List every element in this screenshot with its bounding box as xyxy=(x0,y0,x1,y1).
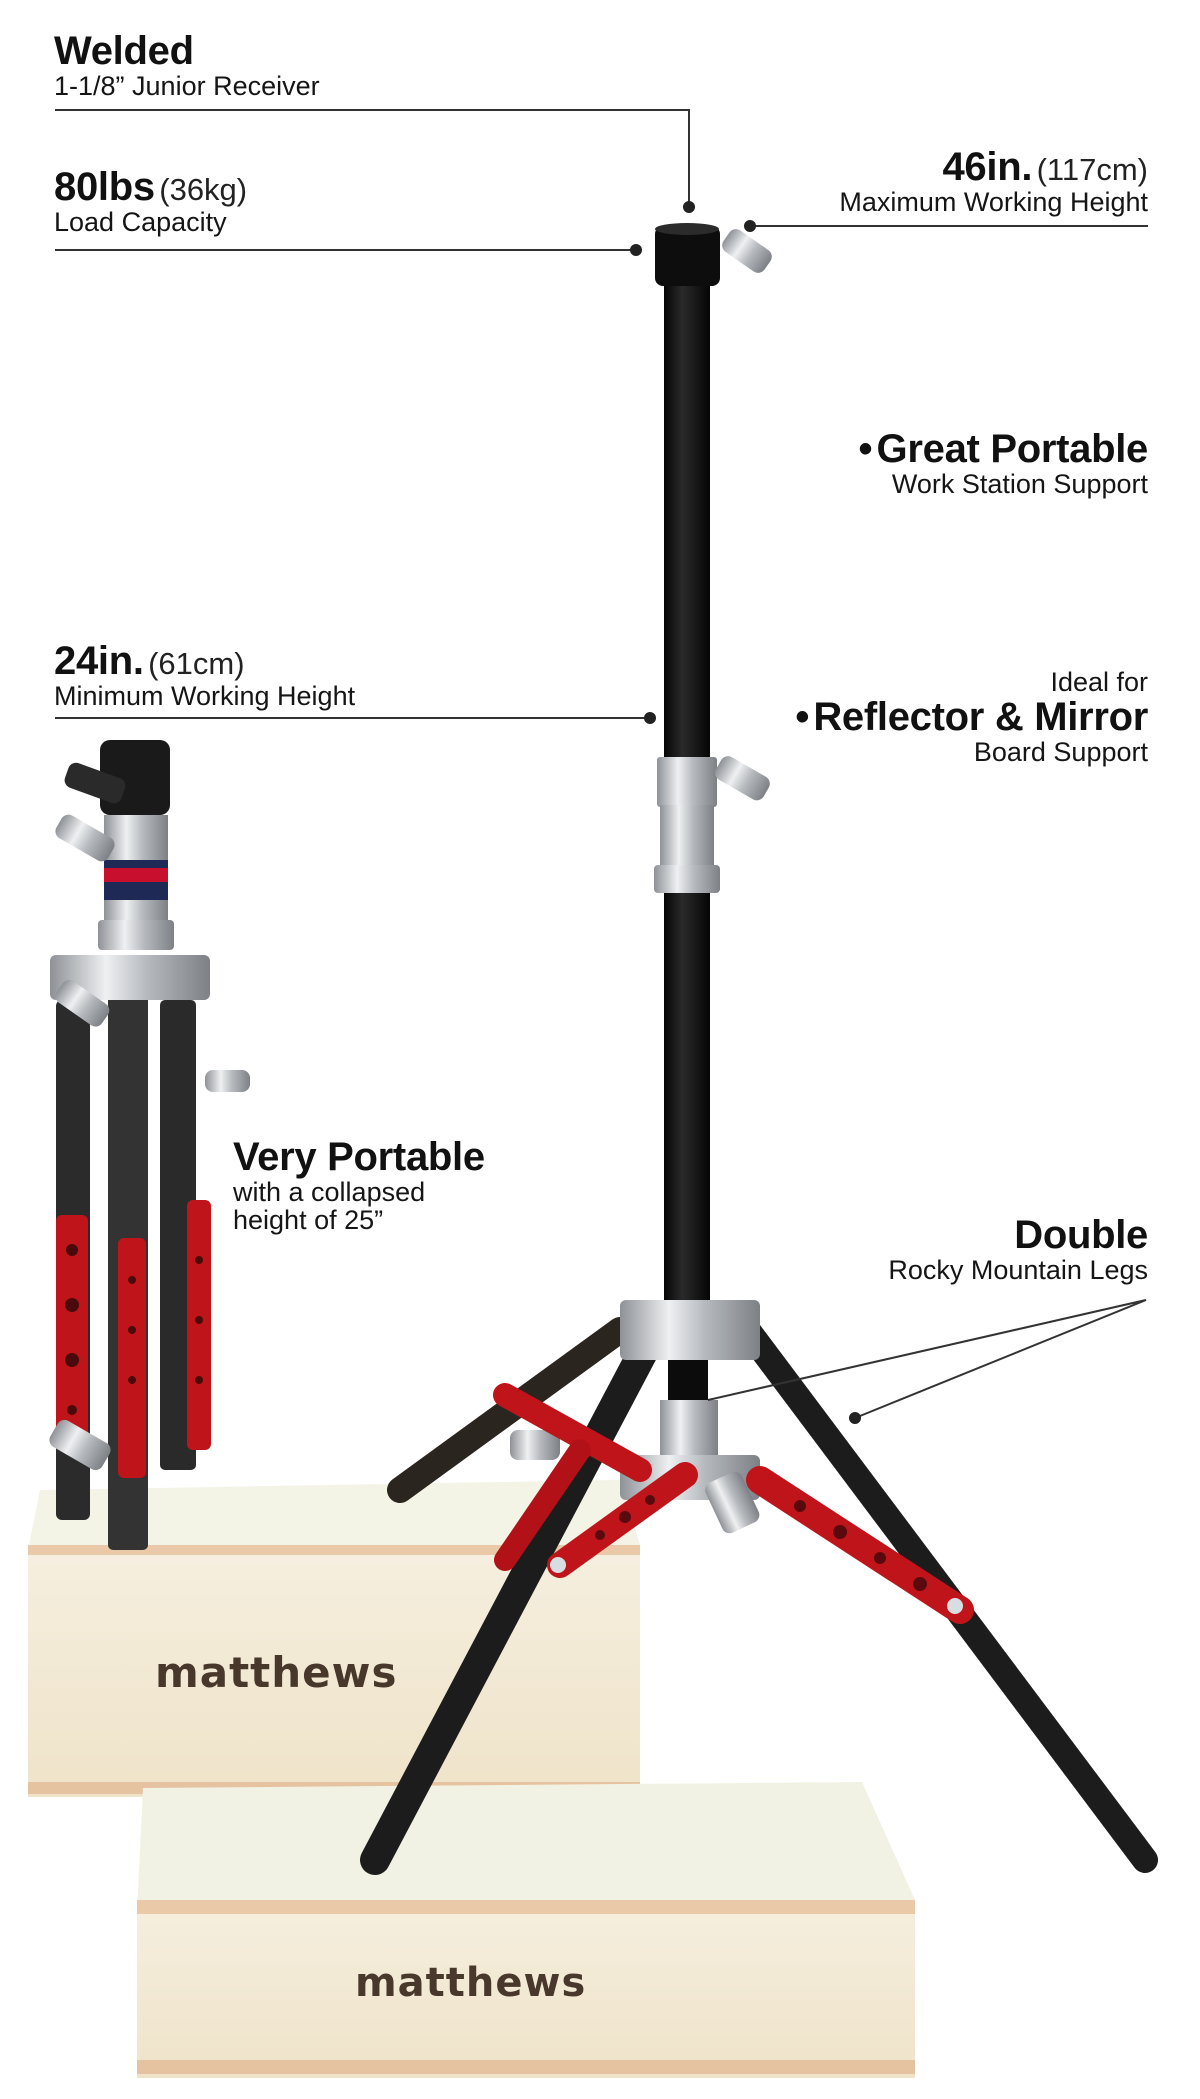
bullet-icon: • xyxy=(795,695,810,740)
bullet-icon: • xyxy=(858,427,873,471)
callout-min-height: 24in. (61cm) Minimum Working Height xyxy=(54,640,355,710)
lower-box-brand: matthews xyxy=(355,1960,587,2006)
main-stand-pole xyxy=(510,223,772,1534)
callout-title: 24in. xyxy=(54,639,144,683)
callout-title: Great Portable xyxy=(876,427,1149,471)
collapsed-stand xyxy=(49,740,250,1550)
callout-subtitle: Load Capacity xyxy=(54,207,227,237)
leader-dots xyxy=(630,201,861,1424)
callout-title: Reflector & Mirror xyxy=(813,695,1148,740)
callout-title: 46in. xyxy=(942,145,1033,189)
callout-title-metric: (36kg) xyxy=(159,172,248,207)
callout-subtitle: Maximum Working Height xyxy=(839,187,1148,217)
callout-title-metric: (117cm) xyxy=(1036,152,1148,187)
callout-subtitle-line1: with a collapsed xyxy=(233,1177,426,1207)
lower-apple-box xyxy=(137,1782,915,2078)
callout-welded-receiver: Welded 1-1/8” Junior Receiver xyxy=(54,30,320,100)
callout-title: Very Portable xyxy=(233,1135,485,1179)
callout-max-height: 46in. (117cm) Maximum Working Height xyxy=(839,146,1148,216)
leader-lines xyxy=(55,109,1148,1419)
callout-double-legs: Double Rocky Mountain Legs xyxy=(888,1214,1148,1284)
callout-subtitle: Minimum Working Height xyxy=(54,681,356,711)
upper-box-brand: matthews xyxy=(155,1648,398,1697)
callout-subtitle: Work Station Support xyxy=(891,469,1148,499)
callout-work-station: •Great Portable Work Station Support xyxy=(858,427,1149,499)
callout-title: Welded xyxy=(54,29,194,73)
callout-subtitle: 1-1/8” Junior Receiver xyxy=(54,71,320,101)
callout-reflector-support: Ideal for •Reflector & Mirror Board Supp… xyxy=(795,668,1148,767)
callout-very-portable: Very Portable with a collapsed height of… xyxy=(233,1136,485,1235)
callout-subtitle: Board Support xyxy=(973,737,1148,768)
callout-load-capacity: 80lbs (36kg) Load Capacity xyxy=(54,166,247,236)
leg-braces xyxy=(493,1383,974,1624)
callout-subtitle-line2: height of 25” xyxy=(233,1205,384,1236)
callout-title-metric: (61cm) xyxy=(148,646,245,681)
callout-subtitle: Rocky Mountain Legs xyxy=(888,1255,1148,1285)
callout-pretitle: Ideal for xyxy=(1050,667,1148,697)
callout-title: Double xyxy=(1014,1213,1148,1257)
callout-title: 80lbs xyxy=(54,165,155,209)
